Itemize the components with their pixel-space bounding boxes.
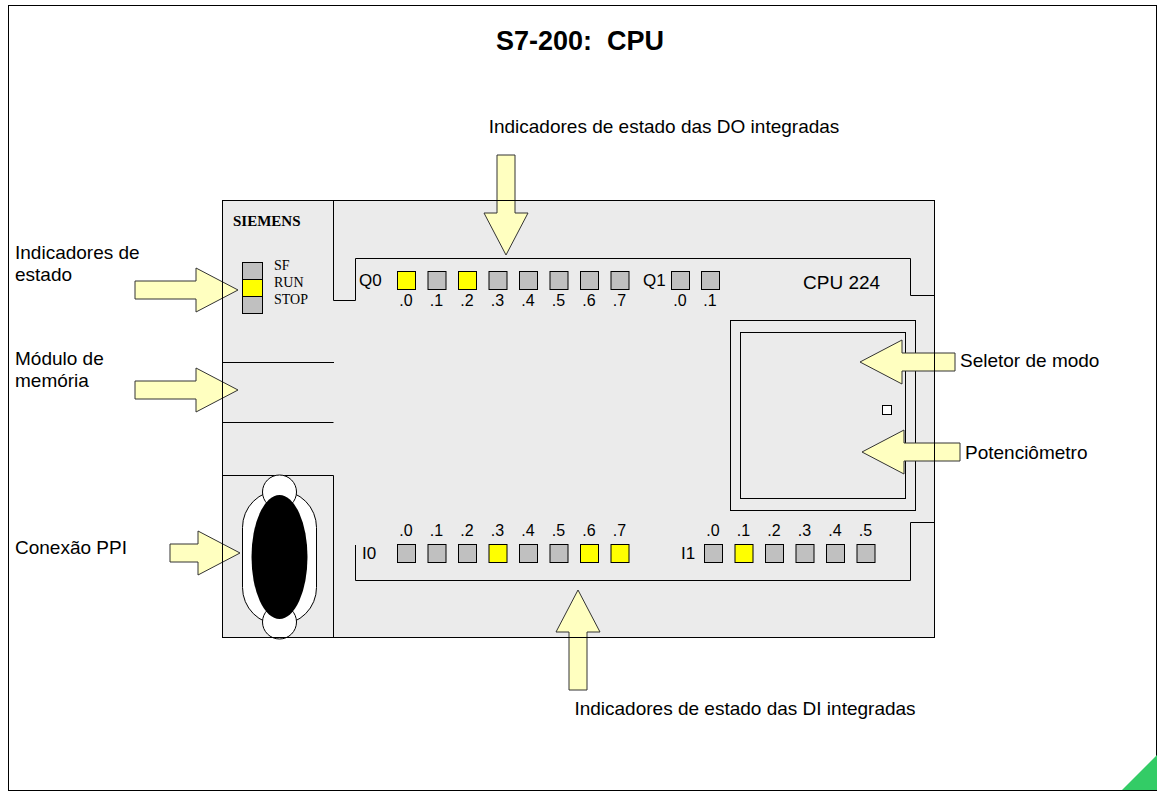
led-indicator bbox=[489, 545, 507, 563]
callout-label: Módulo de memória bbox=[15, 348, 133, 392]
led-indicator bbox=[428, 545, 446, 563]
led-indicator bbox=[550, 545, 568, 563]
callout-label: Indicadores de estado das DO integradas bbox=[489, 116, 840, 138]
led-indicator bbox=[459, 545, 477, 563]
callout-label: Seletor de modo bbox=[960, 350, 1099, 372]
bit-number: .2 bbox=[460, 522, 473, 540]
led-indicator bbox=[796, 545, 814, 563]
led-indicator bbox=[243, 280, 263, 297]
led-indicator bbox=[672, 272, 690, 290]
corner-mark bbox=[1122, 755, 1157, 790]
callout-label: Potenciômetro bbox=[965, 442, 1088, 464]
callout-label: Indicadores de estado bbox=[15, 242, 140, 286]
bit-number: .6 bbox=[582, 522, 595, 540]
callout-label: Conexão PPI bbox=[15, 537, 127, 559]
port-label: Q1 bbox=[643, 271, 666, 291]
led-indicator bbox=[428, 272, 446, 290]
callout-arrow bbox=[862, 430, 960, 474]
bit-number: .3 bbox=[491, 292, 504, 310]
callout-arrows bbox=[135, 155, 960, 690]
bit-number: .5 bbox=[552, 292, 565, 310]
brand-panel: SIEMENS SFRUNSTOP bbox=[223, 201, 334, 363]
led-indicator bbox=[705, 545, 723, 563]
bit-number: .3 bbox=[798, 522, 811, 540]
port-label: Q0 bbox=[359, 271, 382, 291]
bit-number: .4 bbox=[828, 522, 841, 540]
led-indicator bbox=[581, 545, 599, 563]
bit-number: .0 bbox=[399, 522, 412, 540]
bit-number: .7 bbox=[613, 292, 626, 310]
led-indicator bbox=[243, 263, 263, 280]
callout-arrow bbox=[860, 340, 955, 384]
bit-number: .2 bbox=[460, 292, 473, 310]
status-label: SF bbox=[274, 258, 290, 274]
bit-number: .4 bbox=[521, 292, 534, 310]
bit-number: .4 bbox=[521, 522, 534, 540]
callout-arrow bbox=[556, 590, 600, 690]
led-indicator bbox=[857, 545, 875, 563]
port-label: I1 bbox=[681, 544, 695, 564]
cpu-housing-fill bbox=[222, 200, 935, 638]
bit-number: .3 bbox=[491, 522, 504, 540]
led-indicator bbox=[735, 545, 753, 563]
status-label: STOP bbox=[274, 292, 308, 308]
led-indicator bbox=[459, 272, 477, 290]
led-indicator bbox=[398, 272, 416, 290]
led-indicator bbox=[243, 297, 263, 314]
led-indicator bbox=[520, 272, 538, 290]
bit-number: .7 bbox=[613, 522, 626, 540]
led-indicator bbox=[520, 545, 538, 563]
bit-number: .0 bbox=[673, 292, 686, 310]
led-group bbox=[243, 263, 876, 563]
bit-number: .1 bbox=[430, 292, 443, 310]
led-indicator bbox=[827, 545, 845, 563]
cpu-housing: CPU 224 SIEMENS SFRUNSTOP bbox=[222, 200, 935, 638]
port-label: I0 bbox=[362, 544, 376, 564]
led-indicator bbox=[611, 545, 629, 563]
bit-number: .6 bbox=[582, 292, 595, 310]
housing-lines bbox=[222, 200, 935, 638]
page-frame bbox=[9, 6, 1157, 791]
model-label: CPU 224 bbox=[803, 272, 880, 294]
bit-number: .2 bbox=[767, 522, 780, 540]
brand-label: SIEMENS bbox=[233, 213, 301, 230]
status-label: RUN bbox=[274, 275, 304, 291]
callout-arrow bbox=[170, 531, 240, 575]
led-indicator bbox=[611, 272, 629, 290]
led-indicator bbox=[489, 272, 507, 290]
callout-label: Indicadores de estado das DI integradas bbox=[574, 698, 915, 720]
led-indicator bbox=[398, 545, 416, 563]
led-indicator bbox=[550, 272, 568, 290]
bit-number: .5 bbox=[552, 522, 565, 540]
bit-number: .1 bbox=[737, 522, 750, 540]
led-indicator bbox=[702, 272, 720, 290]
potentiometer bbox=[883, 406, 892, 415]
diagram-title: S7-200: CPU bbox=[496, 26, 664, 57]
bit-number: .0 bbox=[706, 522, 719, 540]
bit-number: .1 bbox=[703, 292, 716, 310]
ppi-connector bbox=[243, 475, 317, 639]
led-indicator bbox=[766, 545, 784, 563]
bit-number: .0 bbox=[399, 292, 412, 310]
led-indicator bbox=[581, 272, 599, 290]
callout-arrow bbox=[484, 155, 528, 255]
bit-number: .1 bbox=[430, 522, 443, 540]
bit-number: .5 bbox=[859, 522, 872, 540]
